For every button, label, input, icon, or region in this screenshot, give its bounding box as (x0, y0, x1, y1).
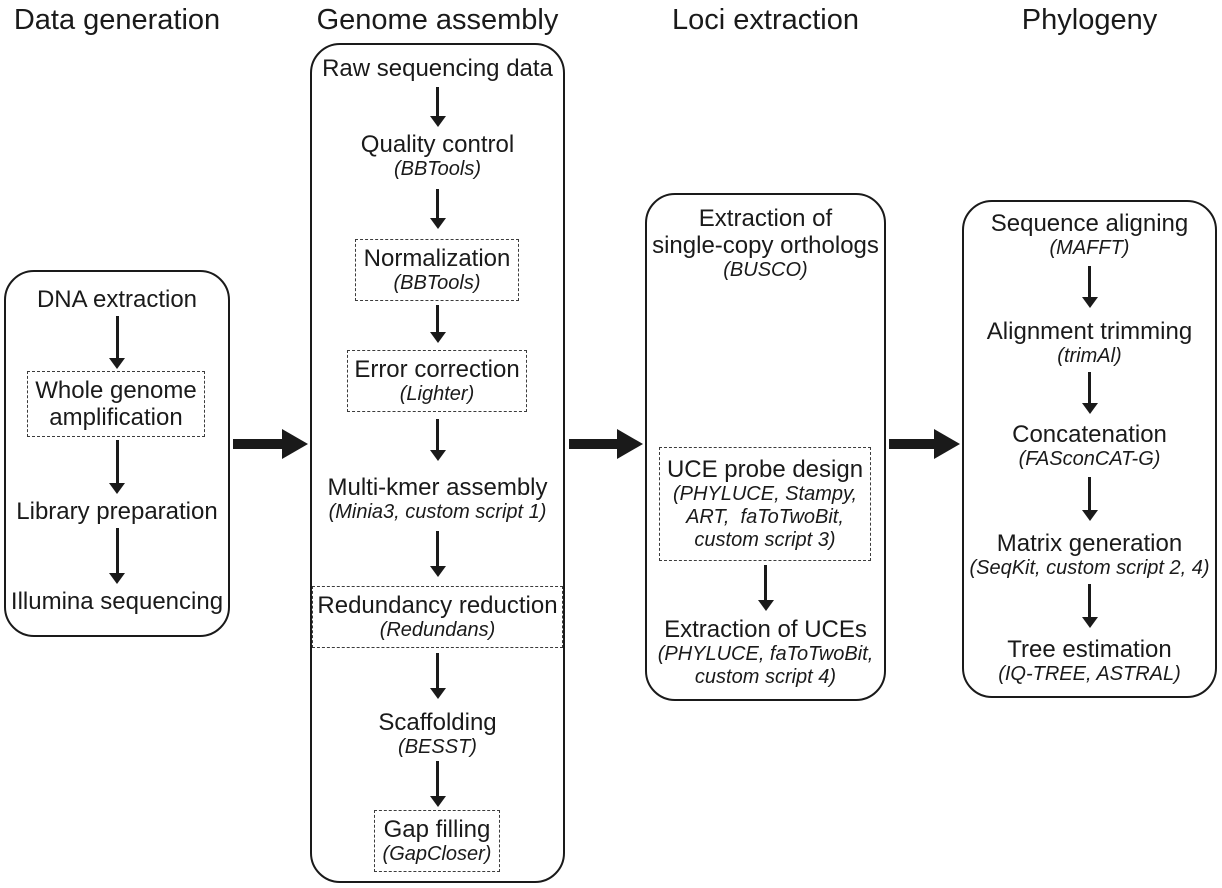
panel-phylogeny: Sequence aligning (MAFFT) Alignment trim… (962, 200, 1217, 698)
node-gap-filling: Gap filling (GapCloser) (374, 810, 500, 872)
node-normalization: Normalization (BBTools) (355, 239, 519, 301)
down-arrow-icon (429, 87, 446, 127)
flow-arrow-data-to-assembly-icon (233, 429, 308, 459)
column-header-phylogeny: Phylogeny (1021, 4, 1158, 36)
flow-arrow-loci-to-phylogeny-icon (889, 429, 960, 459)
node-matrix-generation: Matrix generation (SeqKit, custom script… (969, 530, 1210, 579)
node-extraction-single-copy-orthologs: Extraction of single-copy orthologs (BUS… (652, 205, 879, 281)
down-arrow-icon (109, 440, 125, 494)
node-extraction-of-uces: Extraction of UCEs (PHYLUCE, faToTwoBit,… (657, 616, 874, 688)
panel-genome-assembly: Raw sequencing data Quality control (BBT… (310, 43, 565, 883)
node-dna-extraction: DNA extraction (36, 286, 198, 313)
node-whole-genome-amplification: Whole genome amplification (27, 371, 205, 437)
column-header-genome-assembly: Genome assembly (316, 4, 559, 36)
node-quality-control: Quality control (BBTools) (360, 131, 515, 180)
down-arrow-icon (1081, 266, 1098, 308)
node-error-correction: Error correction (Lighter) (347, 350, 527, 412)
down-arrow-icon (429, 189, 446, 229)
node-sequence-aligning: Sequence aligning (MAFFT) (990, 210, 1189, 259)
node-illumina-sequencing: Illumina sequencing (10, 588, 224, 615)
node-redundancy-reduction: Redundancy reduction (Redundans) (312, 586, 563, 648)
node-raw-sequencing-data: Raw sequencing data (322, 55, 553, 82)
down-arrow-icon (429, 419, 446, 461)
column-header-data-generation: Data generation (13, 4, 221, 36)
down-arrow-icon (109, 528, 125, 584)
node-scaffolding: Scaffolding (BESST) (378, 709, 497, 758)
flow-arrow-assembly-to-loci-icon (569, 429, 643, 459)
down-arrow-icon (1081, 584, 1098, 628)
node-tree-estimation: Tree estimation (IQ-TREE, ASTRAL) (998, 636, 1181, 685)
panel-data-generation: DNA extraction Whole genome amplificatio… (4, 270, 230, 637)
down-arrow-icon (757, 565, 774, 611)
down-arrow-icon (429, 305, 446, 343)
down-arrow-icon (1081, 477, 1098, 521)
down-arrow-icon (1081, 372, 1098, 414)
node-concatenation: Concatenation (FASconCAT-G) (1012, 421, 1167, 470)
node-alignment-trimming: Alignment trimming (trimAl) (986, 318, 1193, 367)
down-arrow-icon (429, 761, 446, 807)
node-library-preparation: Library preparation (16, 498, 218, 525)
column-header-loci-extraction: Loci extraction (672, 4, 859, 36)
down-arrow-icon (429, 531, 446, 577)
down-arrow-icon (109, 316, 125, 369)
down-arrow-icon (429, 653, 446, 699)
node-uce-probe-design: UCE probe design (PHYLUCE, Stampy, ART, … (659, 447, 871, 561)
panel-loci-extraction: Extraction of single-copy orthologs (BUS… (645, 193, 886, 701)
node-multi-kmer-assembly: Multi-kmer assembly (Minia3, custom scri… (327, 474, 548, 523)
